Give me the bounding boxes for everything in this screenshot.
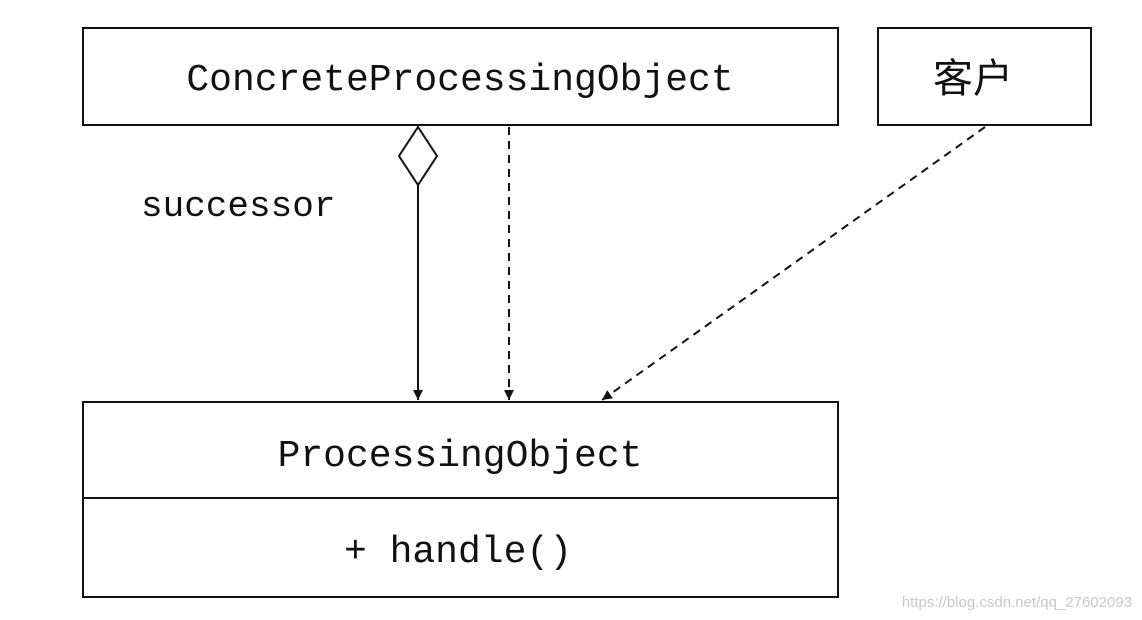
watermark-text: https://blog.csdn.net/qq_27602093 xyxy=(902,594,1132,611)
concrete-processing-object-class: ConcreteProcessingObject xyxy=(82,27,839,126)
client-label: 客户 xyxy=(933,56,1013,102)
processing-object-class: ProcessingObject + handle() xyxy=(82,401,839,598)
client-box: 客户 xyxy=(877,27,1092,126)
successor-aggregation: successor xyxy=(141,125,439,400)
base-class-name: ProcessingObject xyxy=(278,435,643,478)
aggregation-diamond xyxy=(397,125,439,187)
client-dependency-arrow xyxy=(601,126,986,401)
concrete-class-name: ConcreteProcessingObject xyxy=(186,59,733,102)
handle-method: + handle() xyxy=(344,531,572,574)
successor-label: successor xyxy=(141,186,335,227)
